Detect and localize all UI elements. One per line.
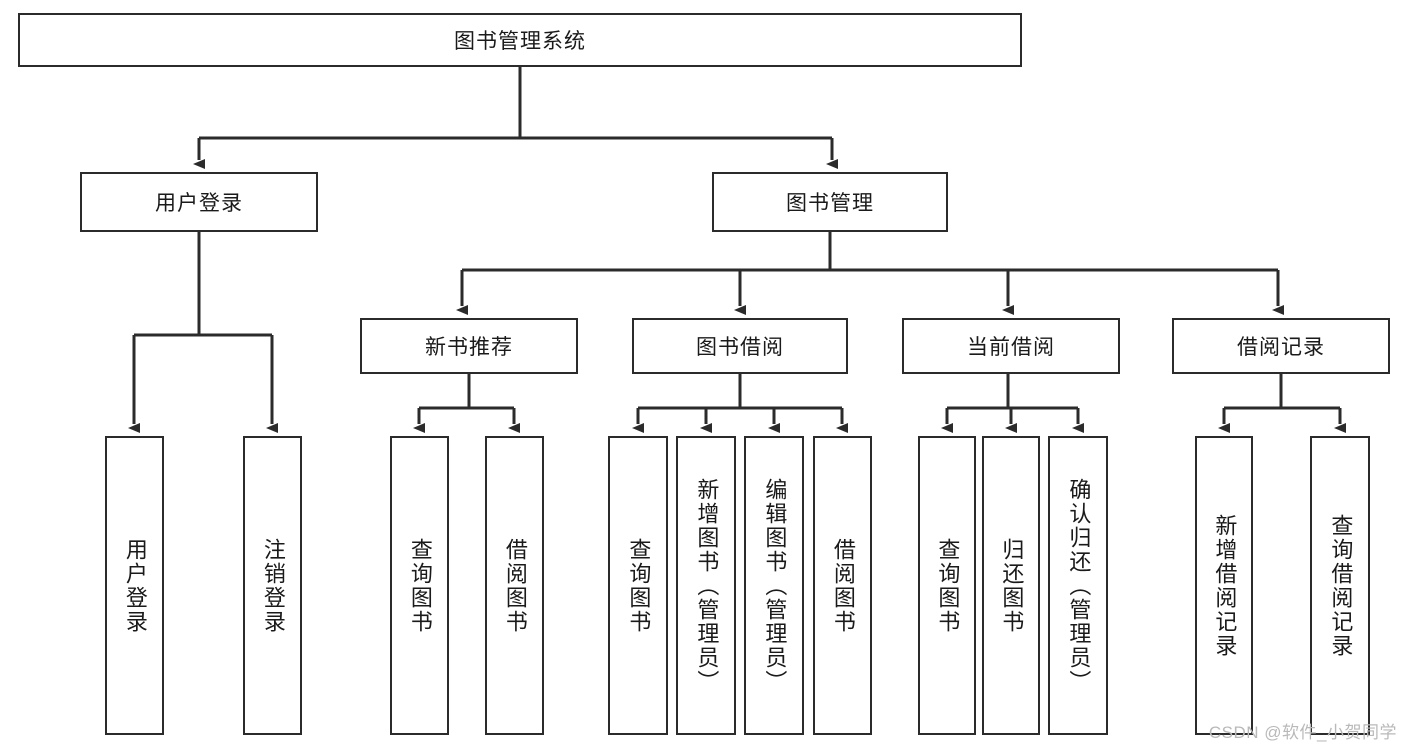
node-new-book-recommend[interactable]: 新书推荐 xyxy=(360,318,578,374)
leaf-node-label: 借阅图书 xyxy=(830,537,856,634)
leaf-node-label: 注销登录 xyxy=(260,537,286,634)
leaf-node[interactable]: 编辑图书（管理员） xyxy=(744,436,804,735)
leaf-node-label: 查询图书 xyxy=(626,537,652,634)
leaf-node[interactable]: 借阅图书 xyxy=(485,436,544,735)
leaf-node[interactable]: 注销登录 xyxy=(243,436,302,735)
node-book-management[interactable]: 图书管理 xyxy=(712,172,948,232)
node-root-label: 图书管理系统 xyxy=(454,30,586,53)
leaf-node-label: 确认归还（管理员） xyxy=(1066,477,1092,694)
node-current-borrow-label: 当前借阅 xyxy=(967,336,1055,359)
leaf-node[interactable]: 查询图书 xyxy=(608,436,668,735)
leaf-node[interactable]: 确认归还（管理员） xyxy=(1048,436,1108,735)
watermark: CSDN @软件_小贺同学 xyxy=(1208,723,1397,742)
leaf-node-label: 查询图书 xyxy=(935,537,961,634)
leaf-node-label: 用户登录 xyxy=(122,537,148,634)
leaf-node[interactable]: 查询借阅记录 xyxy=(1310,436,1370,735)
leaf-node-label: 归还图书 xyxy=(999,537,1025,634)
node-borrow-record-label: 借阅记录 xyxy=(1237,336,1325,359)
node-current-borrow[interactable]: 当前借阅 xyxy=(902,318,1120,374)
node-book-borrow-label: 图书借阅 xyxy=(696,336,784,359)
leaf-node[interactable]: 用户登录 xyxy=(105,436,164,735)
leaf-node[interactable]: 查询图书 xyxy=(918,436,976,735)
node-root[interactable]: 图书管理系统 xyxy=(18,13,1022,67)
leaf-node-label: 编辑图书（管理员） xyxy=(762,477,788,694)
leaf-node-label: 查询借阅记录 xyxy=(1328,513,1354,658)
node-borrow-record[interactable]: 借阅记录 xyxy=(1172,318,1390,374)
node-user-login[interactable]: 用户登录 xyxy=(80,172,318,232)
leaf-node[interactable]: 新增借阅记录 xyxy=(1195,436,1253,735)
node-user-login-label: 用户登录 xyxy=(155,192,243,215)
node-book-borrow[interactable]: 图书借阅 xyxy=(632,318,848,374)
leaf-node[interactable]: 借阅图书 xyxy=(813,436,872,735)
leaf-node-label: 查询图书 xyxy=(407,537,433,634)
leaf-node[interactable]: 归还图书 xyxy=(982,436,1040,735)
node-new-book-recommend-label: 新书推荐 xyxy=(425,336,513,359)
leaf-node[interactable]: 新增图书（管理员） xyxy=(676,436,736,735)
leaf-node-label: 新增借阅记录 xyxy=(1212,513,1238,658)
leaf-node[interactable]: 查询图书 xyxy=(390,436,449,735)
leaf-node-label: 新增图书（管理员） xyxy=(694,477,720,694)
node-book-management-label: 图书管理 xyxy=(786,192,874,215)
leaf-node-label: 借阅图书 xyxy=(502,537,528,634)
